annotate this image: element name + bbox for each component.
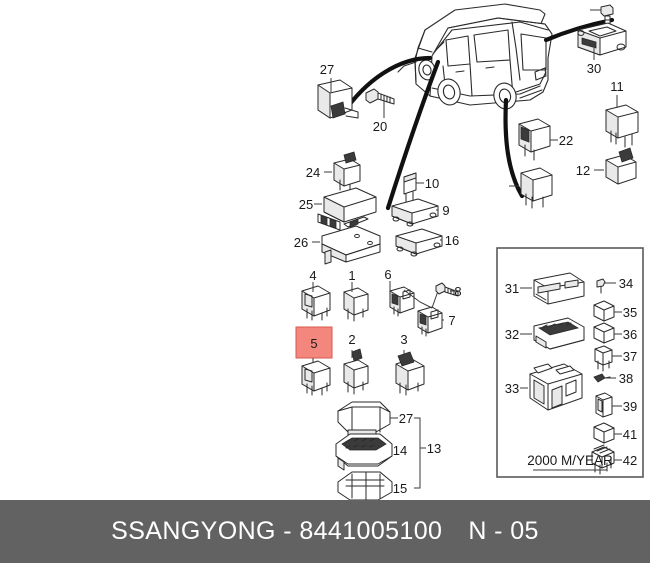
- panel-label-42: 42: [623, 453, 637, 468]
- part-14: 14: [335, 433, 407, 471]
- vehicle-leader-lines: [341, 17, 615, 211]
- highlight-label-5: 5: [310, 336, 317, 351]
- callout-label-4: 4: [309, 268, 316, 283]
- callout-label-25: 25: [299, 197, 313, 212]
- callout-label-7: 7: [448, 313, 455, 328]
- part-30: [509, 167, 553, 209]
- part-25: 25: [299, 187, 377, 231]
- part-22: 22: [518, 118, 573, 161]
- part-28: 27: [337, 401, 413, 437]
- wire-6-7: [403, 289, 433, 309]
- part-16: 16: [395, 228, 459, 257]
- panel-part-31: 31: [505, 272, 585, 305]
- part-24: 24: [306, 151, 361, 194]
- panel-part-37: 37: [594, 345, 637, 372]
- part-7: 7: [417, 306, 456, 337]
- leader-line-rear: [503, 97, 525, 199]
- callout-label-3: 3: [400, 332, 407, 347]
- panel-part-42: 42: [591, 444, 637, 475]
- callout-label-22: 22: [559, 133, 573, 148]
- panel-label-36: 36: [623, 327, 637, 342]
- vehicle-illustration: [397, 3, 553, 110]
- panel-part-41: 41: [593, 422, 637, 444]
- part-13-bracket: 13: [414, 417, 441, 489]
- panel-label-41: 41: [623, 427, 637, 442]
- wire-branch: [431, 290, 439, 309]
- callout-label-1: 1: [348, 268, 355, 283]
- panel-label-38: 38: [619, 371, 633, 386]
- callout-label-8: 8: [454, 284, 461, 299]
- part-9: 9: [391, 198, 450, 227]
- panel-label-37: 37: [623, 349, 637, 364]
- callout-label-11: 11: [610, 79, 624, 94]
- part-3: 3: [395, 332, 425, 396]
- panel-year-label: 2000 M/YEAR: [527, 453, 613, 468]
- callout-label-28: 27: [399, 411, 413, 426]
- diagram-canvas: 27 20 30: [294, 3, 644, 500]
- part-23: 27: [317, 62, 359, 119]
- part-26: 26: [294, 225, 381, 265]
- callout-label-20: 20: [373, 119, 387, 134]
- part-5: [301, 358, 331, 396]
- panel-label-31: 31: [505, 281, 519, 296]
- callout-label-2: 2: [348, 332, 355, 347]
- panel-part-33: 33: [505, 363, 583, 411]
- callout-label-6: 6: [384, 267, 391, 282]
- panel-label-35: 35: [623, 305, 637, 320]
- panel-label-39: 39: [623, 399, 637, 414]
- panel-label-33: 33: [505, 381, 519, 396]
- callout-label-23: 27: [320, 62, 334, 77]
- callout-label-15: 15: [393, 481, 407, 496]
- year-panel: 31 32: [496, 247, 644, 478]
- callout-label-9: 9: [442, 203, 449, 218]
- part-4: 4: [301, 268, 331, 321]
- leader-line-center: [385, 59, 441, 211]
- callout-label-26: 26: [294, 235, 308, 250]
- part-6: 6: [384, 267, 415, 317]
- panel-part-35: 35: [593, 300, 637, 322]
- part-29: 30: [577, 22, 627, 76]
- panel-part-36: 36: [593, 322, 637, 344]
- part-11: 11: [605, 79, 639, 148]
- parts-diagram: 27 20 30: [293, 3, 644, 500]
- callout-label-10: 10: [425, 176, 439, 191]
- panel-label-32: 32: [505, 327, 519, 342]
- part-15: 15: [337, 471, 407, 500]
- panel-part-32: 32: [505, 317, 585, 350]
- part-1: 1: [343, 268, 369, 322]
- panel-label-34: 34: [619, 276, 633, 291]
- callout-label-29: 30: [587, 61, 601, 76]
- panel-part-39: 39: [595, 392, 637, 418]
- footer-bar: SSANGYONG - 8441005100 N - 05: [0, 500, 650, 563]
- panel-part-34: 34: [596, 276, 633, 294]
- callout-label-14: 14: [393, 443, 407, 458]
- part-20: 20: [365, 88, 395, 134]
- part-8: 8: [435, 282, 462, 299]
- callout-label-24: 24: [306, 165, 320, 180]
- highlight-box-item-5[interactable]: [295, 326, 333, 359]
- callout-label-13: 13: [427, 441, 441, 456]
- part-10: 10: [403, 172, 439, 205]
- footer-part-number: SSANGYONG - 8441005100: [111, 517, 443, 545]
- panel-part-38: 38: [593, 371, 633, 386]
- part-2: 2: [343, 332, 369, 395]
- callout-label-16: 16: [445, 233, 459, 248]
- callout-label-12: 12: [576, 163, 590, 178]
- part-12: 12: [576, 147, 637, 185]
- footer-page-code: N - 05: [468, 517, 539, 545]
